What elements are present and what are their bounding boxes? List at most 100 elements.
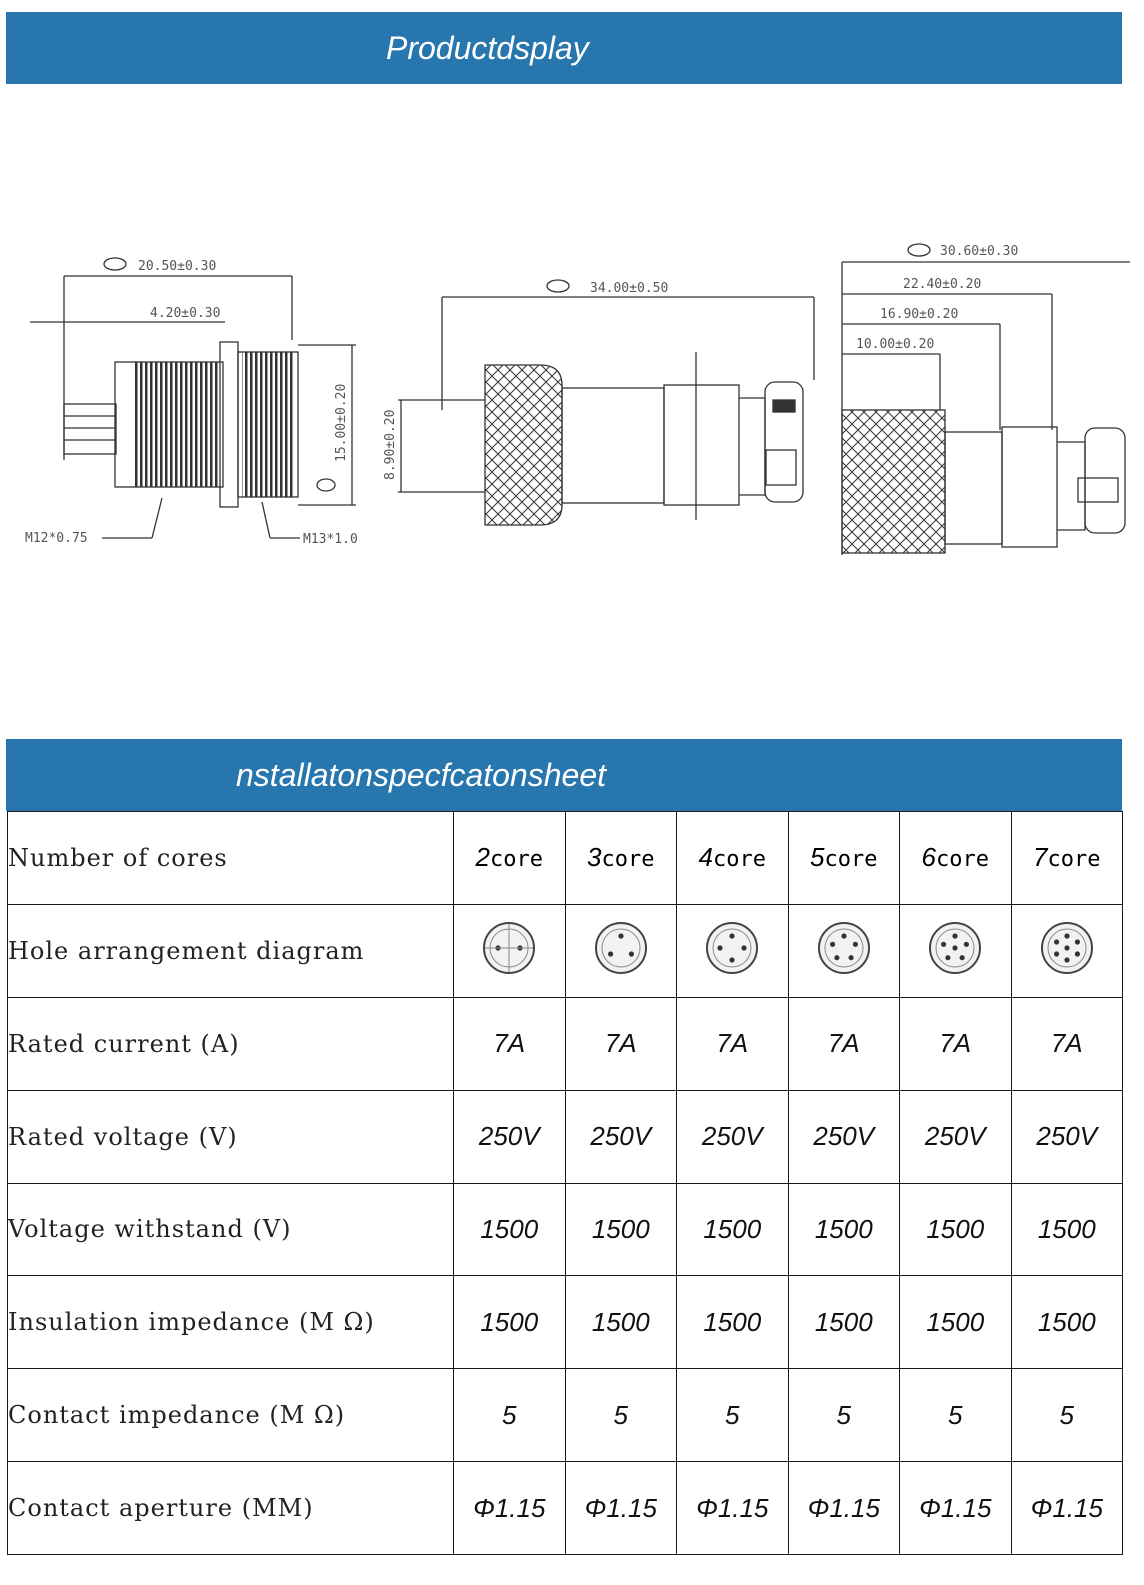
hole-diagram-cell: [453, 903, 566, 998]
spec-value: 5: [899, 1368, 1012, 1463]
hole-diagram-cell: [676, 903, 789, 998]
core-number: 3: [587, 842, 602, 873]
core-number: 7: [1033, 842, 1048, 873]
panel-socket-thread-rear: M12*0.75: [25, 531, 88, 546]
spec-value: 250V: [899, 1089, 1012, 1184]
spec-value: 5: [787, 1368, 900, 1463]
spec-row-label: Contact aperture (MM): [7, 1461, 454, 1555]
spec-value: 7A: [676, 996, 789, 1091]
panel-socket-thread-front: M13*1.0: [303, 532, 358, 547]
spec-value: 5: [1010, 1368, 1123, 1463]
contact-pin-hole: [1053, 951, 1059, 957]
spec-value: 5: [453, 1368, 566, 1463]
hole-arrangement-icon: [594, 922, 647, 975]
core-number: 6: [921, 842, 936, 873]
contact-pin-hole: [1053, 939, 1059, 945]
contact-pin-hole: [1064, 957, 1070, 963]
contact-pin-hole: [1064, 945, 1070, 951]
hole-arrangement-icon: [483, 922, 536, 975]
core-word: core: [712, 847, 766, 873]
core-count-cell: 5core: [787, 811, 900, 905]
core-count-cell: 4core: [676, 811, 789, 905]
straight-plug-pin-diameter: 8.90±0.20: [383, 410, 398, 480]
spec-value: 7A: [564, 996, 677, 1091]
hole-arrangement-icon: [1040, 922, 1093, 975]
spec-sheet-banner: nstallatonspecfcatonsheet: [6, 739, 1122, 811]
technical-drawings: 20.50±0.30 4.20±0.30 15.00±0.20 M12*0.75…: [25, 243, 1130, 555]
spec-value: 1500: [1010, 1182, 1123, 1277]
hole-diagram-cell: [787, 903, 900, 998]
contact-pin-hole: [618, 933, 624, 939]
spec-value: 1500: [787, 1275, 900, 1370]
hole-diagram-cell: [564, 903, 677, 998]
spec-value: 1500: [676, 1275, 789, 1370]
core-word: core: [601, 847, 655, 873]
straight-plug-drawing: [398, 279, 815, 526]
core-number: 4: [698, 842, 713, 873]
spec-row: Hole arrangement diagram: [7, 903, 1123, 998]
contact-pin-hole: [945, 955, 951, 961]
spec-value: Φ1.15: [453, 1461, 566, 1555]
spec-row-label: Rated voltage (V): [7, 1089, 454, 1184]
angled-plug-drawing: [841, 243, 1130, 555]
core-word: core: [489, 847, 543, 873]
contact-pin-hole: [848, 955, 854, 961]
contact-pin-hole: [628, 951, 634, 957]
spec-value: 1500: [564, 1275, 677, 1370]
spec-row-label: Rated current (A): [7, 996, 454, 1091]
core-number: 5: [810, 842, 825, 873]
product-display-title: Productdsplay: [386, 30, 589, 66]
spec-value: 250V: [676, 1089, 789, 1184]
angled-plug-dim-4: 10.00±0.20: [856, 337, 934, 352]
contact-pin-hole: [1074, 939, 1080, 945]
panel-socket-flange: 4.20±0.30: [150, 306, 220, 321]
spec-value: 250V: [1010, 1089, 1123, 1184]
spec-value: 5: [676, 1368, 789, 1463]
spec-value: Φ1.15: [787, 1461, 900, 1555]
product-display-banner: Productdsplay: [6, 12, 1122, 84]
contact-pin-hole: [741, 945, 747, 951]
panel-socket-drawing: [30, 257, 356, 539]
core-count-cell: 6core: [899, 811, 1012, 905]
contact-pin-hole: [952, 945, 958, 951]
panel-socket-diameter: 15.00±0.20: [334, 384, 349, 462]
spec-value: 1500: [564, 1182, 677, 1277]
spec-value: Φ1.15: [676, 1461, 789, 1555]
contact-pin-hole: [834, 955, 840, 961]
core-word: core: [824, 847, 878, 873]
contact-pin-hole: [717, 945, 723, 951]
spec-value: 7A: [1010, 996, 1123, 1091]
spec-value: 7A: [787, 996, 900, 1091]
spec-row-label: Number of cores: [7, 811, 454, 905]
spec-value: 1500: [676, 1182, 789, 1277]
spec-row-label: Insulation impedance (M Ω): [7, 1275, 454, 1370]
spec-value: 1500: [1010, 1275, 1123, 1370]
hole-diagram-cell: [899, 903, 1012, 998]
contact-pin-hole: [729, 933, 735, 939]
angled-plug-dim-2: 22.40±0.20: [903, 277, 981, 292]
spec-value: 1500: [453, 1275, 566, 1370]
core-count-cell: 3core: [564, 811, 677, 905]
contact-pin-hole: [1064, 933, 1070, 939]
core-word: core: [1047, 847, 1101, 873]
contact-pin-hole: [964, 942, 970, 948]
core-word: core: [935, 847, 989, 873]
angled-plug-dim-3: 16.90±0.20: [880, 307, 958, 322]
spec-value: 1500: [453, 1182, 566, 1277]
core-count-cell: 2core: [453, 811, 566, 905]
spec-row-label: Hole arrangement diagram: [7, 903, 454, 998]
spec-value: 1500: [899, 1275, 1012, 1370]
spec-value: 7A: [453, 996, 566, 1091]
hole-diagram-cell: [1010, 903, 1123, 998]
contact-pin-hole: [959, 955, 965, 961]
spec-value: 250V: [564, 1089, 677, 1184]
spec-row-label: Contact impedance (M Ω): [7, 1368, 454, 1463]
contact-pin-hole: [1074, 951, 1080, 957]
spec-value: 250V: [787, 1089, 900, 1184]
contact-pin-hole: [607, 951, 613, 957]
